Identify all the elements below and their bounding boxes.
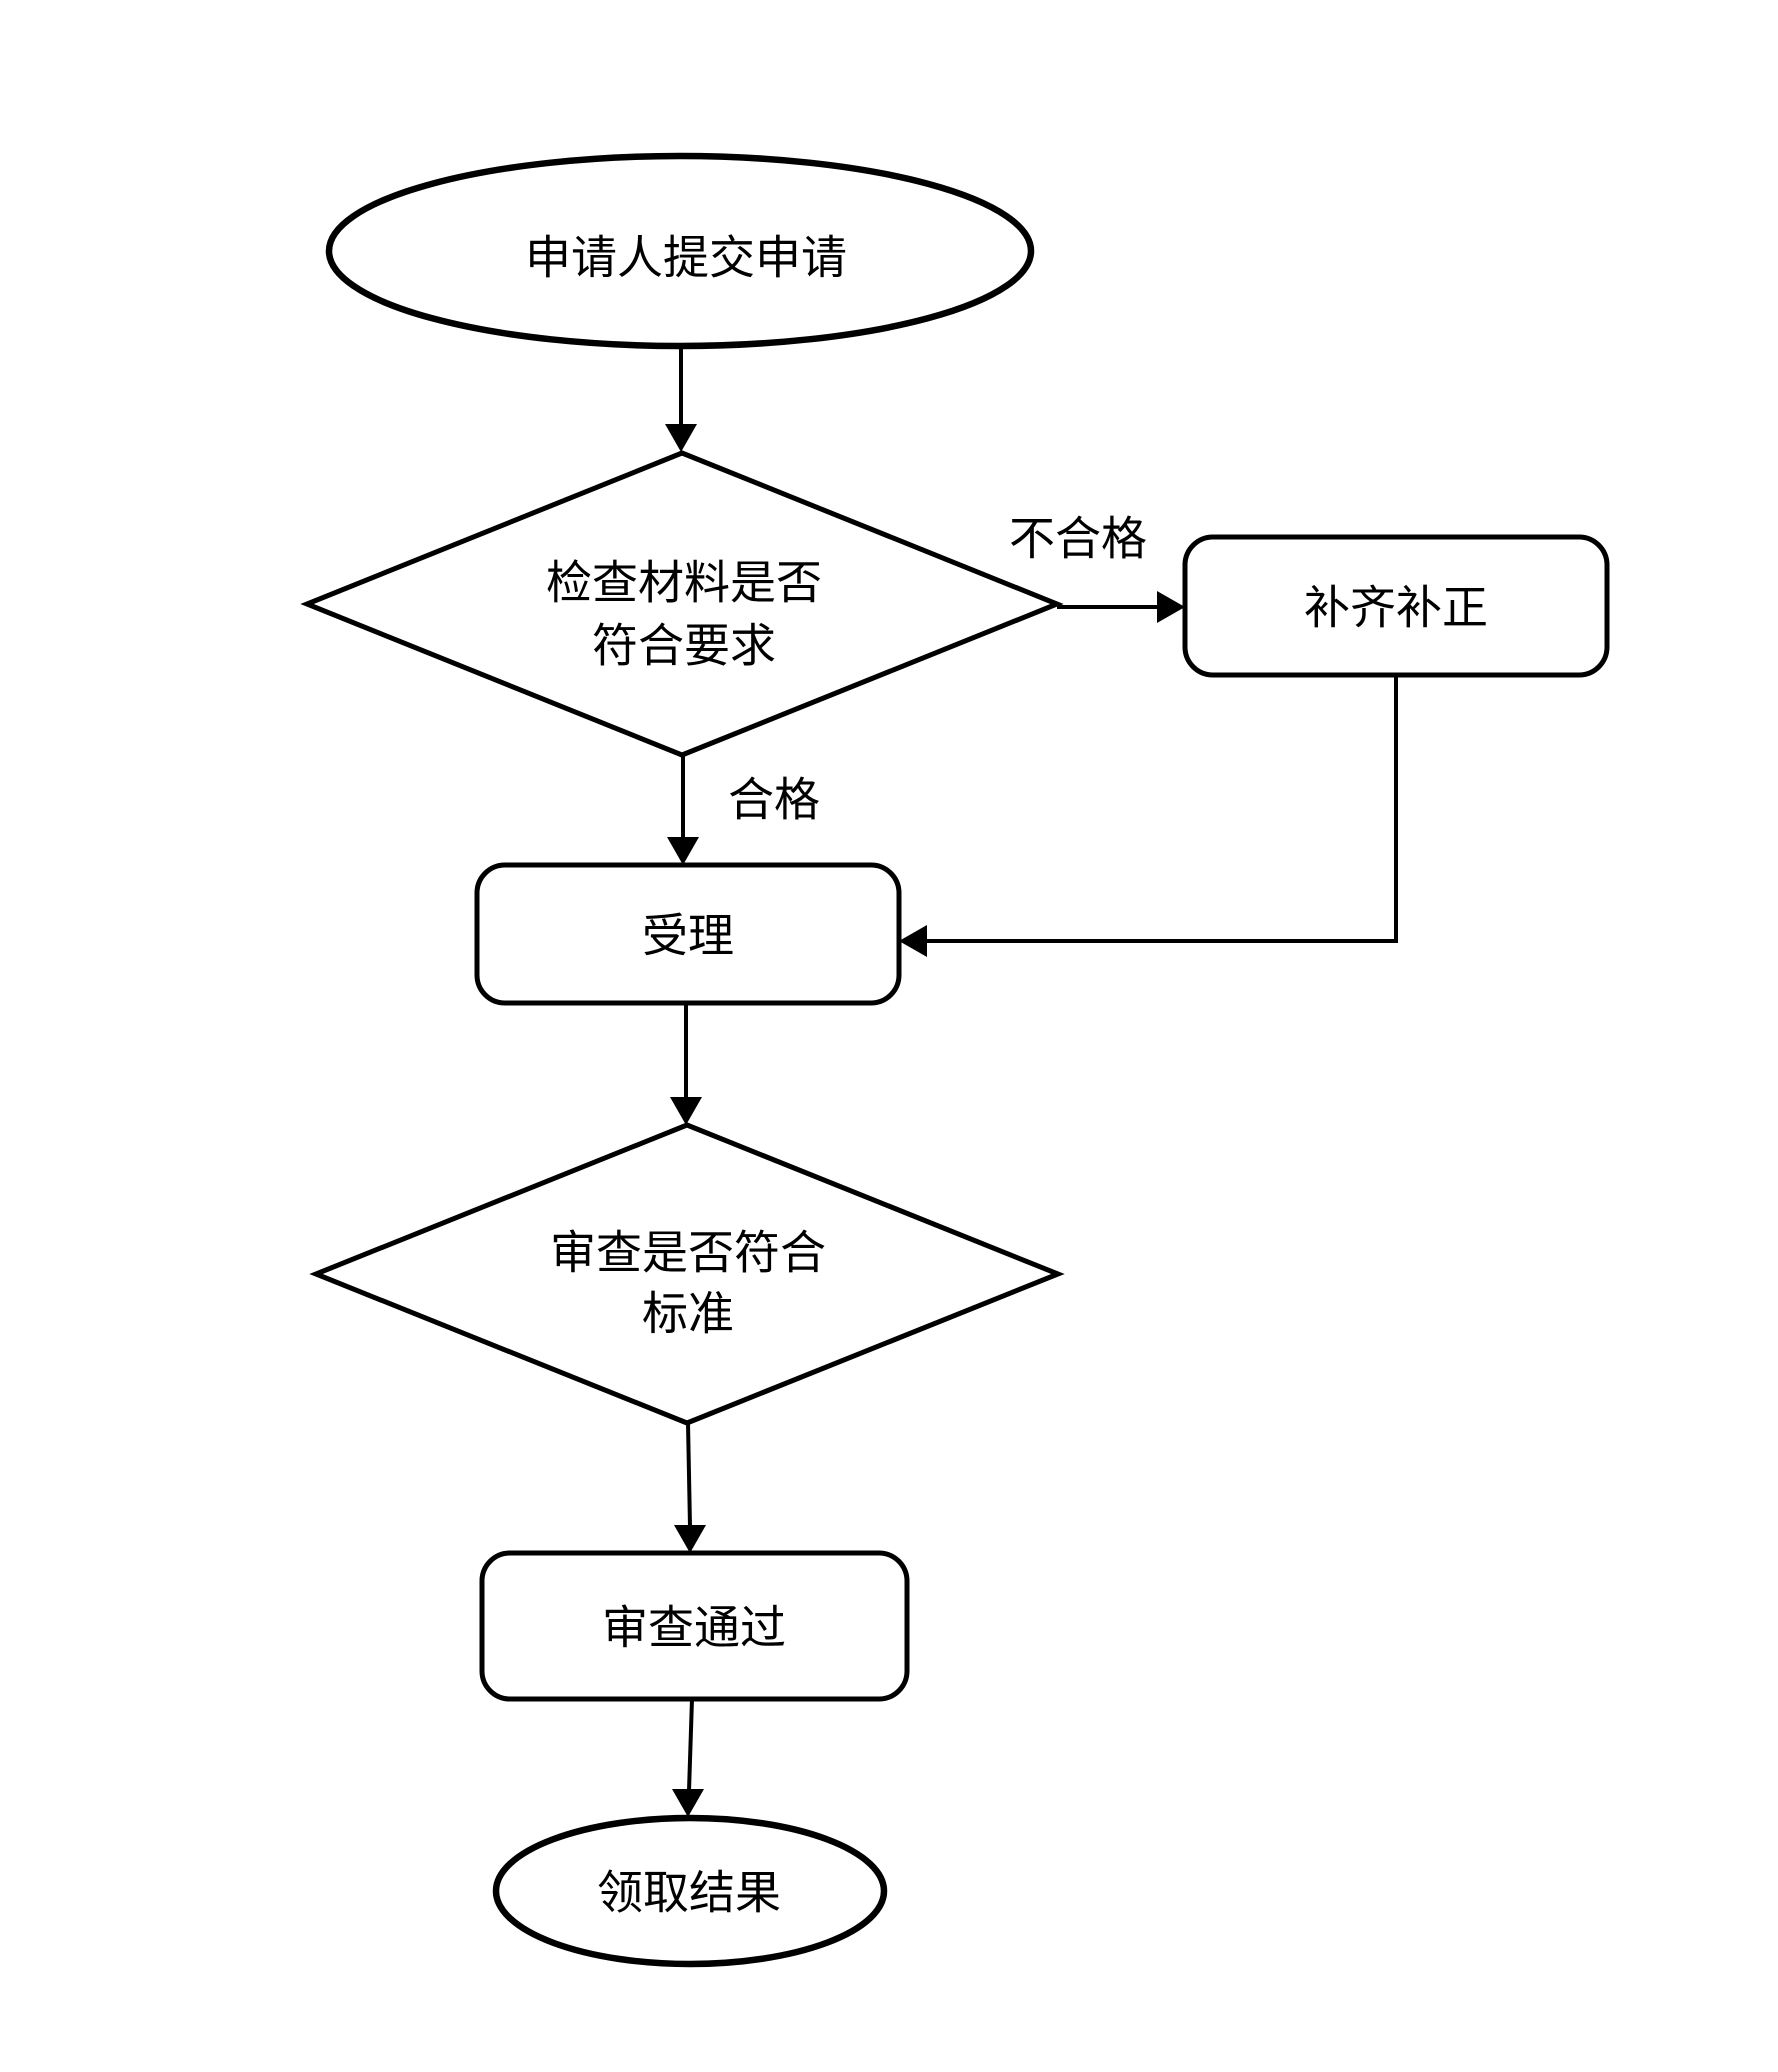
edge-label-fail: 不合格: [1009, 514, 1147, 565]
arrow-down-icon: [674, 1525, 706, 1553]
arrow-review-to-passed: [674, 1422, 706, 1553]
process-label: 补齐补正: [1304, 583, 1488, 634]
decision-diamond-shape: [309, 1122, 1065, 1426]
arrow-passed-to-end: [672, 1698, 704, 1817]
arrow-right-icon: [1157, 591, 1185, 623]
start-node-label: 申请人提交申请: [525, 233, 847, 284]
process-review-passed: 审查通过: [479, 1550, 910, 1702]
arrow-left-icon: [899, 925, 927, 957]
arrow-down-icon: [670, 1097, 702, 1125]
arrow-line: [686, 1422, 692, 1528]
start-ellipse-shape: [325, 152, 1035, 350]
connector-supplement-to-accept: [899, 675, 1398, 957]
connector-line: [925, 675, 1398, 943]
arrow-start-to-check: [665, 347, 697, 452]
process-label: 受理: [642, 911, 734, 962]
process-supplement-correct: 补齐补正: [1182, 534, 1610, 678]
decision-label-line2: 符合要求: [592, 621, 776, 672]
decision-review-standard: 审查是否符合 标准: [309, 1122, 1065, 1426]
edge-label-pass: 合格: [728, 775, 820, 826]
end-node-label: 领取结果: [597, 1868, 781, 1919]
start-node: 申请人提交申请: [325, 152, 1035, 350]
arrow-down-icon: [672, 1789, 704, 1817]
arrow-check-to-supplement: [1057, 591, 1185, 623]
process-label: 审查通过: [602, 1603, 786, 1654]
decision-label-line1: 检查材料是否: [546, 558, 822, 609]
process-rect-shape: [479, 1550, 910, 1702]
decision-label-line2: 标准: [642, 1289, 734, 1340]
arrow-down-icon: [665, 424, 697, 452]
arrow-check-to-accept: [667, 755, 699, 865]
decision-label-line1: 审查是否符合: [550, 1228, 826, 1279]
process-accept: 受理: [474, 862, 902, 1006]
decision-check-materials: 检查材料是否 符合要求: [300, 450, 1064, 758]
end-ellipse-shape: [492, 1814, 888, 1968]
arrow-down-icon: [667, 837, 699, 865]
arrow-accept-to-review: [670, 1003, 702, 1125]
end-node: 领取结果: [492, 1814, 888, 1968]
arrow-line: [687, 1698, 694, 1792]
